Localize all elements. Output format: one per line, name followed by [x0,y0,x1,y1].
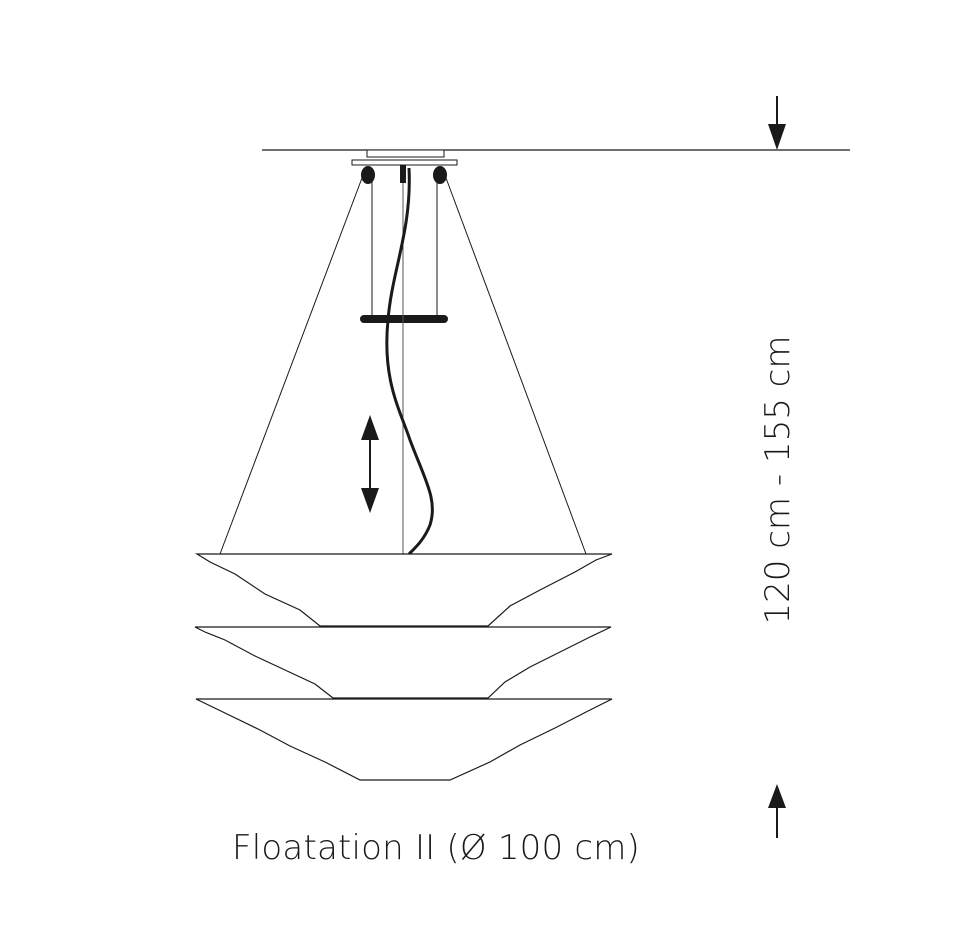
shade-tier-3 [195,698,613,781]
pulley-left [361,166,375,184]
outer-wire-right [445,177,587,555]
arrow-up-icon [768,784,786,838]
canopy-plate [351,159,458,166]
double-arrow-vertical-icon [361,415,379,513]
shade-tier-2 [194,626,612,699]
shade-tier-1 [194,553,613,627]
height-dimension-label: 120 cm - 155 cm [758,335,798,625]
product-caption: Floatation II (Ø 100 cm) [232,828,641,868]
arrow-down-icon [768,96,786,150]
canopy-top [366,149,445,158]
cable-clamp [400,165,406,183]
pulley-right [433,166,447,184]
outer-wire-left [219,177,363,555]
power-cable [385,167,434,556]
